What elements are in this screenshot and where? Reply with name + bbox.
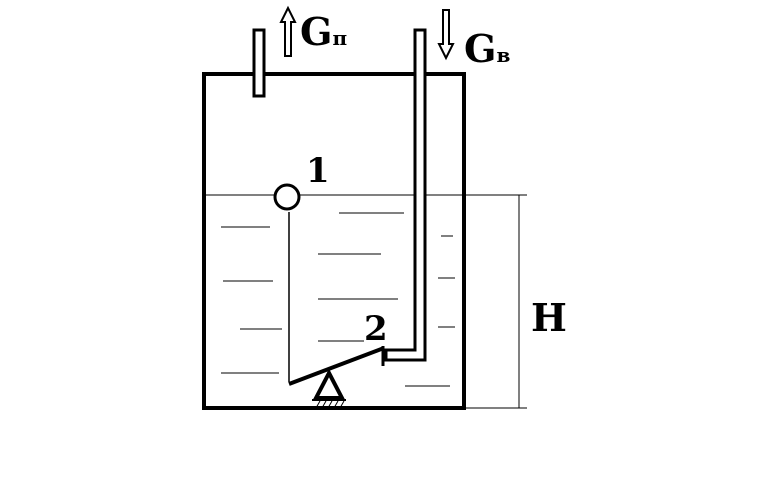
float [273, 183, 301, 211]
pivot-support-icon [312, 368, 346, 409]
float-number: 1 [306, 151, 330, 191]
inlet-pipe [384, 28, 427, 362]
inlet-arrow-down-icon [437, 9, 455, 61]
height-label: H [531, 295, 567, 340]
height-dimension [464, 195, 527, 409]
lever [288, 346, 385, 386]
liquid-hatching [221, 212, 455, 387]
outlet-pipe [252, 28, 266, 98]
outlet-label: Gп [300, 9, 347, 54]
inlet-label: Gв [464, 26, 510, 71]
outlet-arrow-up-icon [279, 5, 297, 57]
valve-number: 2 [364, 309, 388, 349]
